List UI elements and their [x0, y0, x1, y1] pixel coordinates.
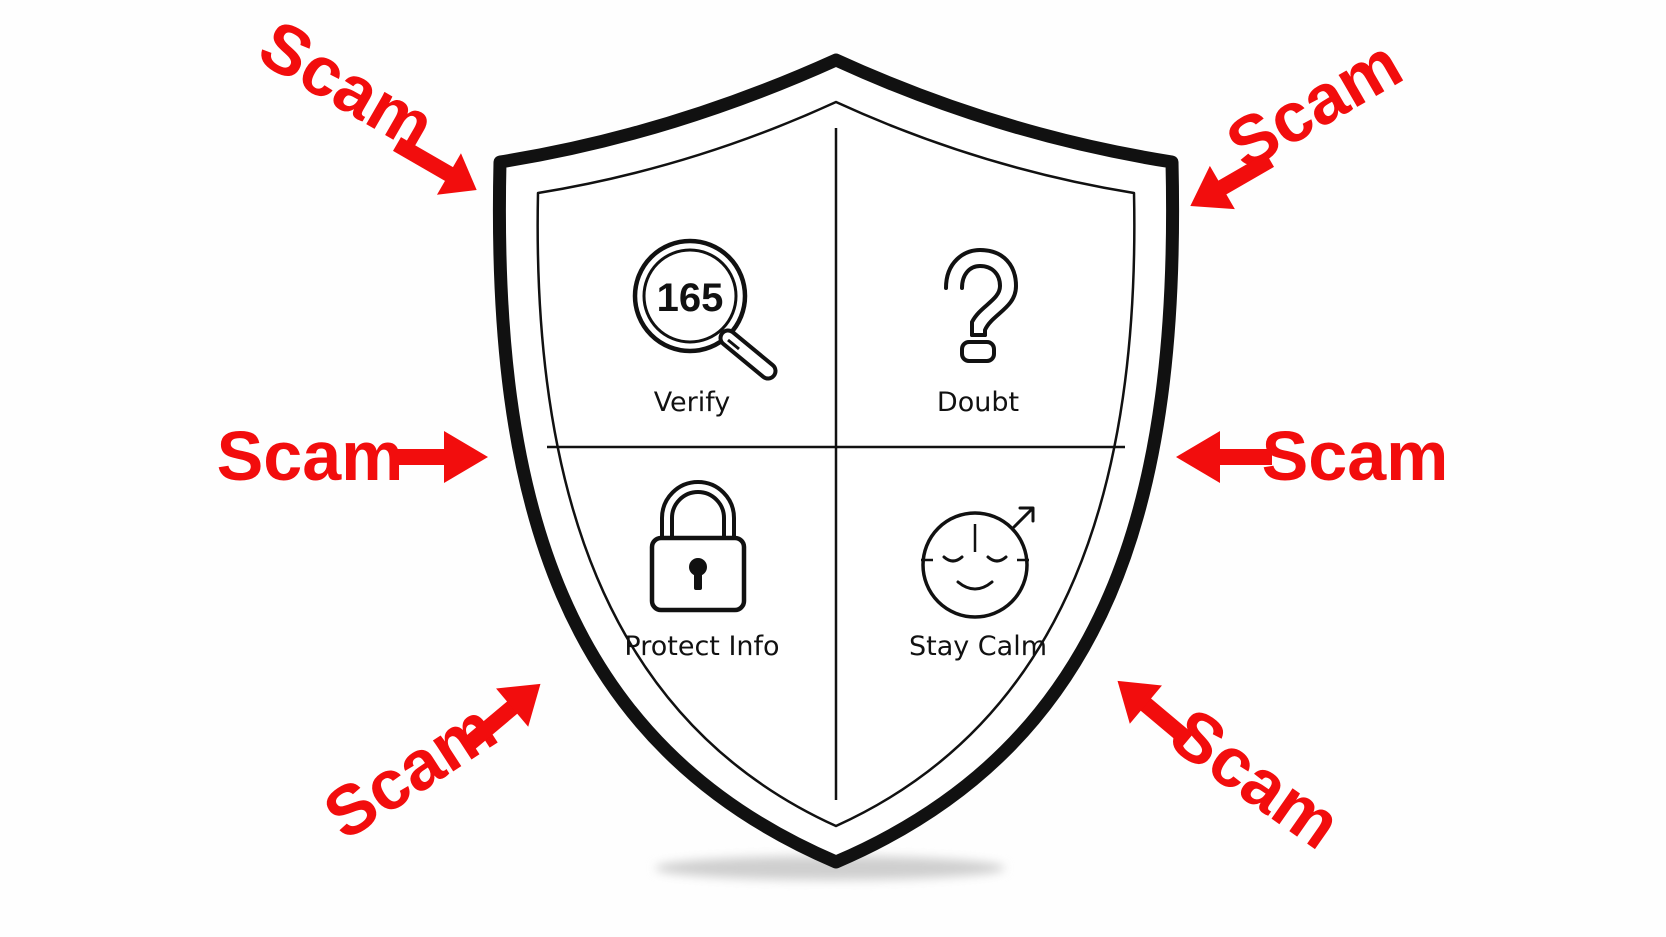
arrow-icon: [1117, 680, 1194, 747]
scam-attack-mid-right: Scam: [1176, 417, 1448, 495]
scam-attack-bottom-right: Scam: [1117, 680, 1355, 864]
scam-attack-top-left: Scam: [247, 5, 477, 195]
scam-attack-top-right: Scam: [1190, 24, 1415, 210]
scam-attack-mid-left: Scam: [217, 417, 488, 495]
verify-label: Verify: [654, 387, 731, 418]
magnifier-number: 165: [657, 276, 724, 320]
question-mark-icon: [944, 248, 1018, 363]
padlock-icon: [649, 480, 747, 613]
arrow-icon: [392, 431, 488, 483]
stay-calm-label: Stay Calm: [909, 631, 1047, 662]
shield-inner-outline: [536, 100, 1136, 828]
scam-label: Scam: [217, 417, 404, 495]
calm-face-icon: [921, 506, 1035, 619]
shield-shadow: [655, 856, 1005, 880]
scam-label: Scam: [1157, 693, 1355, 864]
arrow-icon: [393, 137, 477, 195]
doubt-quadrant: Doubt: [937, 248, 1019, 418]
scam-attack-bottom-left: Scam: [310, 683, 541, 854]
arrow-icon: [464, 683, 541, 750]
protect-info-quadrant: Protect Info: [624, 480, 780, 662]
stay-calm-quadrant: Stay Calm: [909, 506, 1047, 662]
protect-info-label: Protect Info: [624, 631, 779, 662]
scam-label: Scam: [247, 5, 448, 166]
scam-label: Scam: [1214, 24, 1415, 185]
arrow-icon: [1176, 431, 1272, 483]
scam-label: Scam: [310, 687, 509, 854]
scam-label: Scam: [1262, 417, 1449, 495]
doubt-label: Doubt: [937, 387, 1019, 418]
arrow-icon: [1190, 153, 1274, 210]
magnifier-165-icon: 165: [632, 238, 778, 381]
verify-quadrant: 165 Verify: [632, 238, 778, 418]
